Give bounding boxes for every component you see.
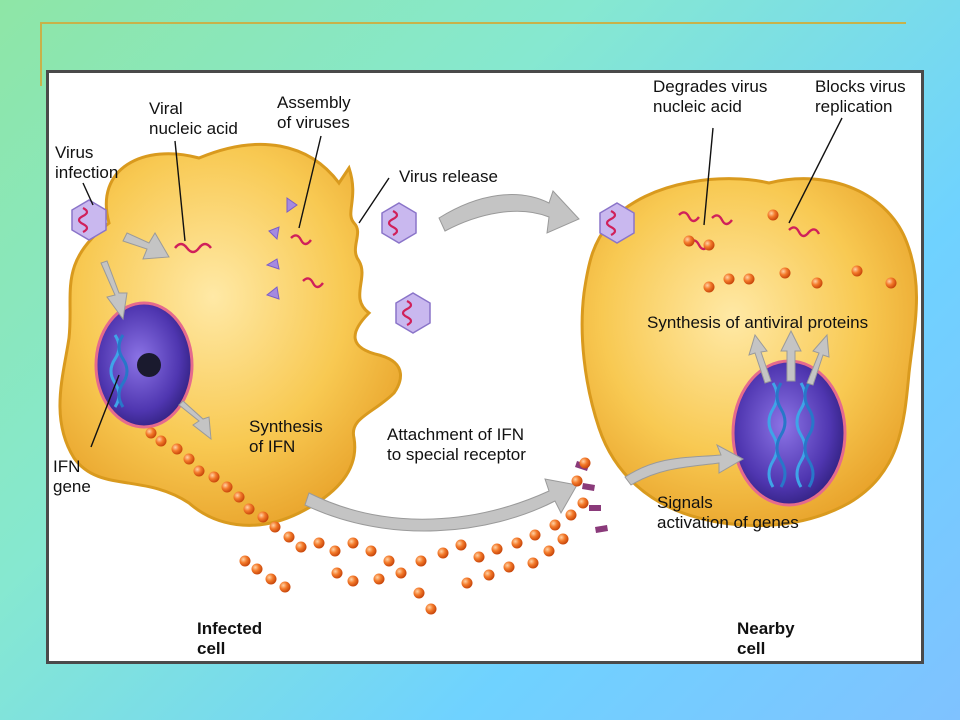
label-assembly-of-viruses: Assembly of viruses <box>277 93 351 132</box>
label-nearby-cell: Nearby cell <box>737 619 795 658</box>
label-virus-infection: Virus infection <box>55 143 119 182</box>
slide-accent-line-top <box>40 22 906 24</box>
label-degrades-virus-nucleic-acid: Degrades virus nucleic acid <box>653 77 768 116</box>
nearby-nucleus <box>731 359 847 507</box>
arrow-to-nucleus <box>100 260 128 321</box>
label-viral-nucleic-acid: Viral nucleic acid <box>149 99 238 138</box>
arrow-ifn-out <box>178 400 212 441</box>
arrow-virus-entry <box>122 232 170 260</box>
arrow-protein-1 <box>748 333 772 384</box>
label-virus-release: Virus release <box>399 167 498 186</box>
label-synthesis-of-ifn: Synthesis of IFN <box>249 417 323 456</box>
label-blocks-virus-replication: Blocks virus replication <box>815 77 906 116</box>
diagram-artwork <box>58 117 919 615</box>
arrow-protein-2 <box>780 329 802 382</box>
label-infected-cell: Infected cell <box>197 619 263 658</box>
arrow-signal <box>624 443 745 486</box>
label-synthesis-of-antiviral-proteins: Synthesis of antiviral proteins <box>647 313 869 332</box>
arrow-ifn-attachment <box>304 478 578 532</box>
virus-particle-released-2 <box>394 291 432 335</box>
arrow-virus-release <box>438 190 580 234</box>
label-ifn-gene: IFN gene <box>53 457 91 496</box>
interferon-diagram: Virus infection Viral nucleic acid Assem… <box>46 70 924 664</box>
arrow-protein-3 <box>806 333 830 386</box>
virus-particle-released-1 <box>380 201 418 245</box>
infected-cell <box>58 142 402 527</box>
slide-accent-line-left <box>40 22 42 86</box>
label-signals-activation-of-genes: Signals activation of genes <box>657 493 799 532</box>
label-attachment-of-ifn: Attachment of IFN to special receptor <box>387 425 526 464</box>
